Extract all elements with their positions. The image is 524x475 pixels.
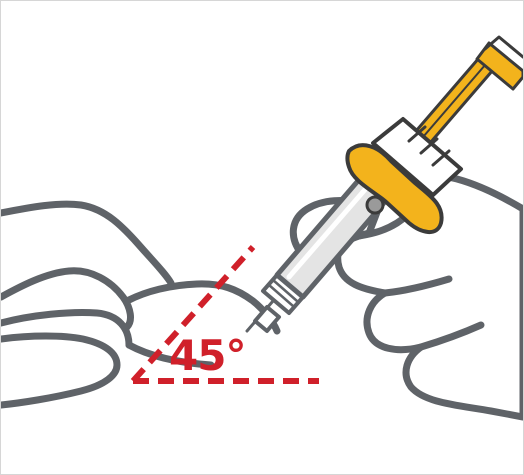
right-hand-finger-line-2: [417, 321, 485, 351]
syringe-flange-housing: [371, 117, 463, 197]
angle-label: 45°: [169, 331, 246, 380]
pinching-hand-icon: [1, 200, 175, 409]
syringe-barrel-highlight: [286, 182, 372, 280]
left-hand-upper-outline: [1, 200, 175, 287]
syringe-flange-knob: [365, 195, 385, 215]
left-hand-palm: [1, 332, 121, 409]
syringe-plunger-cap-edge: [483, 35, 523, 59]
angle-diagonal: [130, 244, 256, 384]
syringe-finger-flange: [345, 143, 444, 234]
angle-guide: [130, 244, 319, 384]
skin-fold-curve: [125, 341, 215, 369]
syringe-needle-hub: [253, 305, 281, 333]
syringe-flange-ribs: [407, 125, 451, 167]
syringe-icon: [245, 35, 523, 333]
right-hand-finger-line-1: [381, 275, 453, 297]
left-hand-lower-finger: [1, 309, 133, 349]
left-hand-middle-finger: [1, 267, 134, 331]
